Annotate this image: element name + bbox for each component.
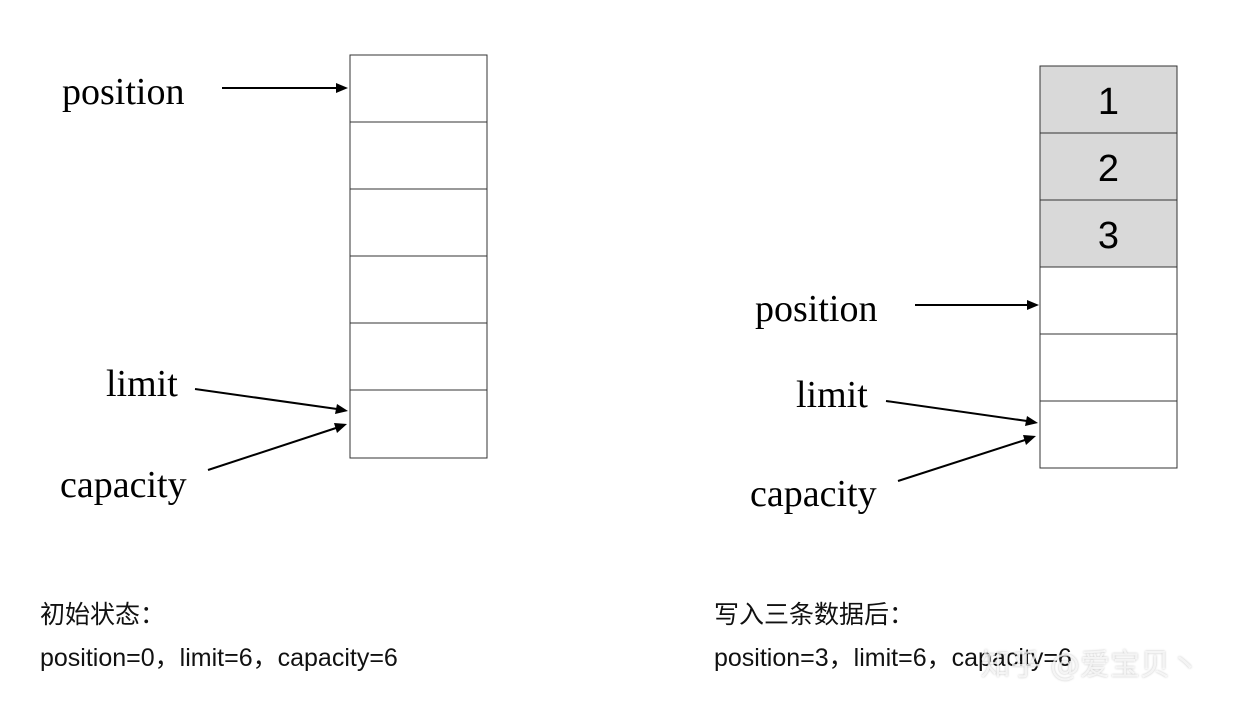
left-buffer-panel: position limit capacity xyxy=(60,54,488,506)
right-state-title: 写入三条数据后： xyxy=(714,601,915,629)
left-limit-arrow xyxy=(194,388,348,414)
right-buffer-cell-4 xyxy=(1039,333,1178,402)
right-buffer-value-1: 2 xyxy=(1098,148,1119,190)
right-limit-label: limit xyxy=(796,374,868,416)
right-buffer-value-0: 1 xyxy=(1098,81,1119,123)
right-buffer-cell-3 xyxy=(1039,266,1178,335)
right-buffer-cell-1 xyxy=(1039,132,1178,201)
left-buffer-cell-1 xyxy=(349,121,488,190)
left-buffer-cell-0 xyxy=(349,54,488,123)
right-state-values: position=3，limit=6，capacity=6 xyxy=(714,644,1072,672)
right-capacity-label: capacity xyxy=(750,473,877,515)
left-state-values: position=0，limit=6，capacity=6 xyxy=(40,644,398,672)
left-buffer-cell-3 xyxy=(349,255,488,324)
right-limit-arrow xyxy=(885,400,1038,426)
left-buffer-cell-4 xyxy=(349,322,488,391)
right-buffer-cells xyxy=(1039,65,1178,469)
left-position-label: position xyxy=(62,71,184,113)
left-capacity-label: capacity xyxy=(60,464,187,506)
right-buffer-cell-5 xyxy=(1039,400,1178,469)
left-limit-label: limit xyxy=(106,363,178,405)
right-position-arrow xyxy=(915,300,1039,310)
right-position-label: position xyxy=(755,288,877,330)
left-buffer-cells xyxy=(349,54,488,459)
right-capacity-arrow xyxy=(897,435,1036,482)
watermark-text: 知乎 @爱宝贝丶 xyxy=(980,648,1200,683)
right-buffer-values: 1 2 3 xyxy=(1098,81,1119,257)
left-position-arrow xyxy=(222,83,348,93)
left-state-title: 初始状态： xyxy=(40,601,166,629)
right-buffer-panel: 1 2 3 position limit capacity xyxy=(750,65,1178,515)
left-buffer-cell-2 xyxy=(349,188,488,257)
right-buffer-value-2: 3 xyxy=(1098,215,1119,257)
left-buffer-cell-5 xyxy=(349,389,488,459)
left-capacity-arrow xyxy=(207,423,347,471)
